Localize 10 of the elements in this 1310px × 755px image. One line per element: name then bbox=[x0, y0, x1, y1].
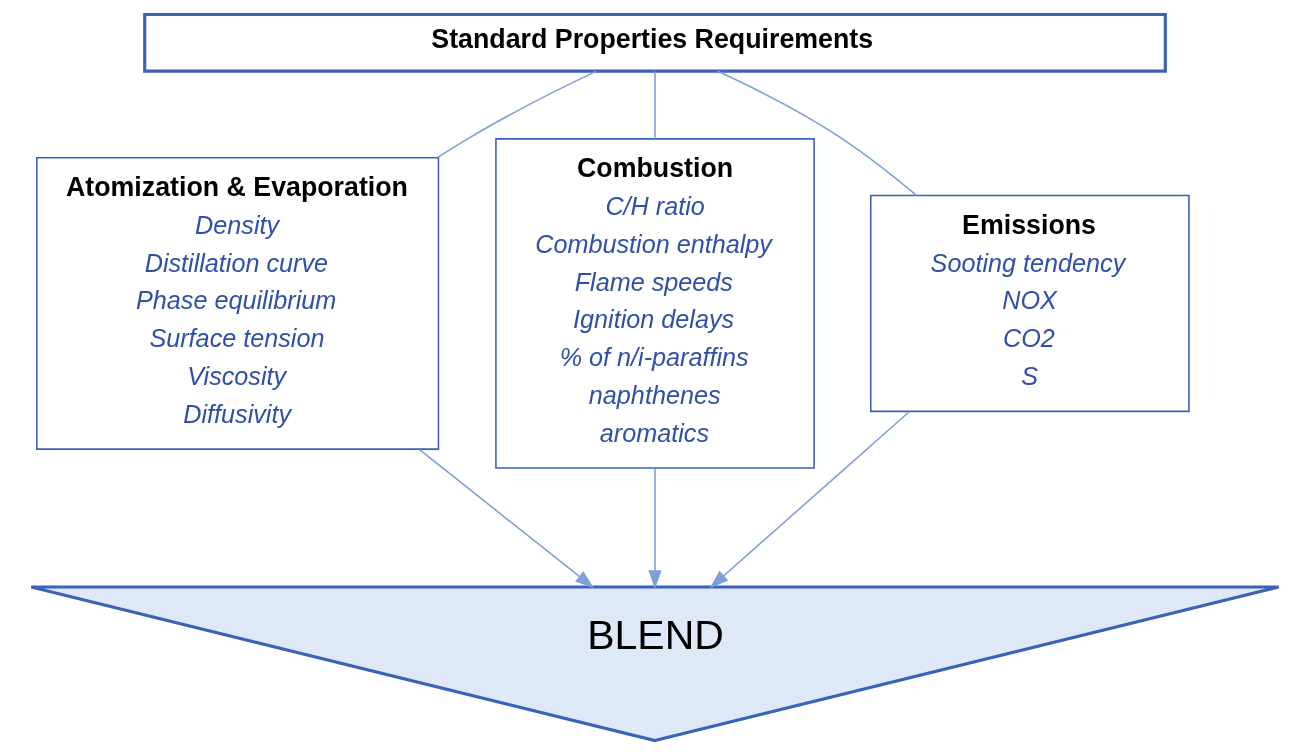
node-box: Standard Properties Requirements bbox=[143, 12, 1167, 73]
node-box: Combustion C/H ratio Combustion enthalpy Flame speeds Ignition delays % of n/i-paraffins naphthenes aromatics bbox=[495, 138, 815, 469]
connector bbox=[717, 70, 918, 197]
arrow bbox=[709, 410, 910, 589]
connector bbox=[436, 70, 597, 159]
arrow bbox=[418, 448, 594, 589]
node-box: Atomization & Evaporation Density Distillation curve Phase equilibrium Surface tension Viscosity Diffusivity bbox=[36, 157, 440, 450]
arrow bbox=[648, 467, 662, 590]
connector bbox=[654, 70, 656, 140]
node-box: Emissions Sooting tendency NOX CO2 S bbox=[870, 194, 1190, 413]
